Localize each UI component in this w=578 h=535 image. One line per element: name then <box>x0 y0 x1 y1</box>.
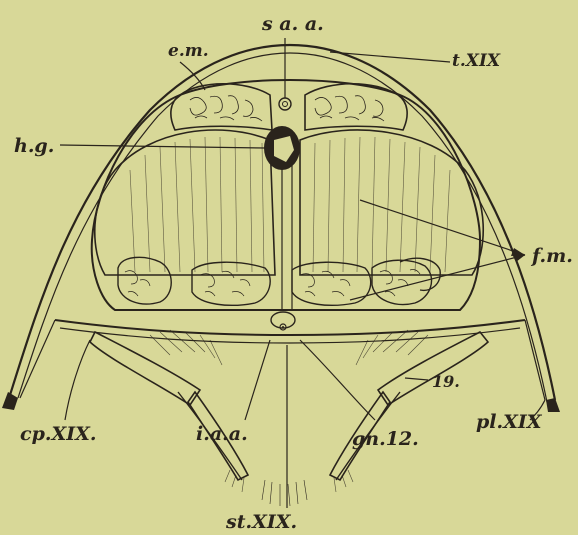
leader-lines <box>60 38 545 508</box>
sternal-fringe <box>262 480 307 506</box>
label-iaa: i.a.a. <box>196 423 248 445</box>
label-gn12: gn.12. <box>352 428 419 450</box>
right-pleuron-tip <box>546 398 560 412</box>
label-t19: t.XIX <box>452 51 501 71</box>
label-em: e.m. <box>168 41 209 61</box>
left-pleuron-tip <box>2 392 18 410</box>
lower-muscle-masses <box>118 257 440 305</box>
ganglion-and-artery <box>271 312 295 330</box>
sternum-outline <box>20 320 545 400</box>
extensor-muscles <box>171 84 407 130</box>
label-hg: h.g. <box>14 135 54 157</box>
label-cp: cp.XIX. <box>20 423 96 445</box>
label-pl: pl.XIX <box>476 411 543 433</box>
left-swimmeret <box>90 330 248 492</box>
label-st: st.XIX. <box>225 511 297 533</box>
superior-abdominal-artery <box>279 98 291 110</box>
label-fm: f.m. <box>530 245 573 267</box>
label-saa: s a. a. <box>261 13 324 35</box>
hind-gut <box>264 126 300 170</box>
right-swimmeret <box>330 330 488 492</box>
label-19: 19. <box>432 372 460 391</box>
